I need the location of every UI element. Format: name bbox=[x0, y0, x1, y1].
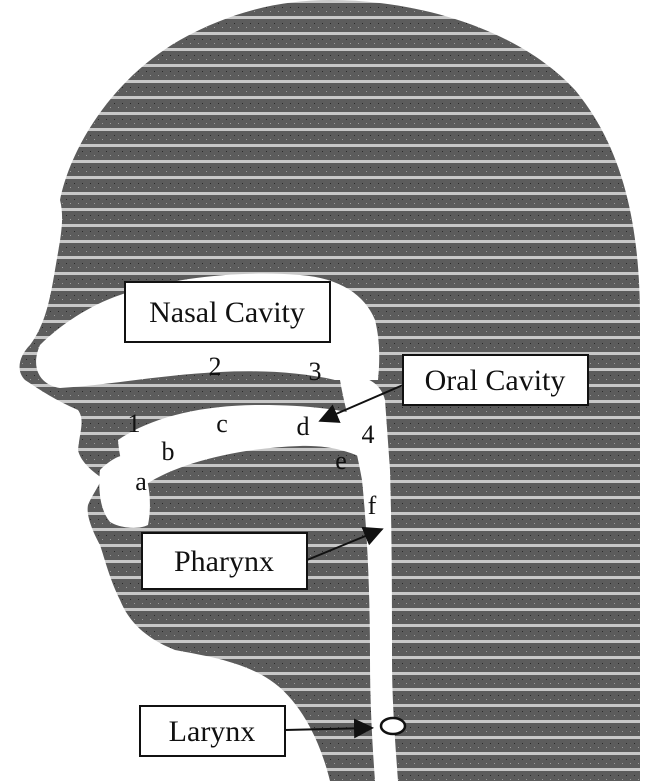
larynx-label: Larynx bbox=[169, 715, 256, 748]
point-label-d: d bbox=[297, 412, 310, 441]
point-label-f: f bbox=[368, 491, 377, 520]
point-label-e: e bbox=[335, 446, 347, 475]
point-label-c: c bbox=[216, 409, 228, 438]
point-label-3: 3 bbox=[309, 357, 322, 386]
nasal-cavity-label: Nasal Cavity bbox=[149, 296, 305, 329]
oral-cavity-label: Oral Cavity bbox=[425, 364, 566, 397]
larynx-ring bbox=[381, 718, 405, 734]
point-label-b: b bbox=[162, 437, 175, 466]
point-label-4: 4 bbox=[362, 420, 375, 449]
point-label-2: 2 bbox=[209, 352, 222, 381]
point-label-1: 1 bbox=[128, 409, 141, 438]
point-label-a: a bbox=[135, 467, 147, 496]
pharynx-label: Pharynx bbox=[174, 545, 274, 578]
